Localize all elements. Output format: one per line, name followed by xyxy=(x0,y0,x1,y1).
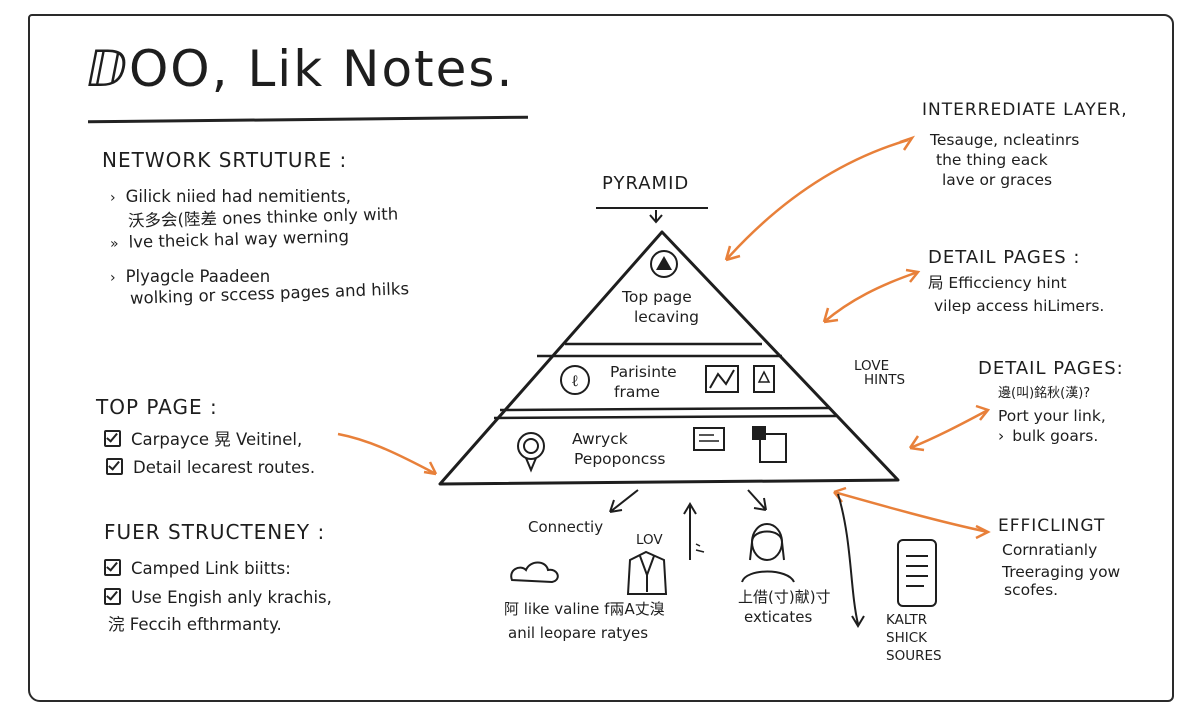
tick-marks xyxy=(695,543,705,553)
kaltr-label-3: SOURES xyxy=(886,648,942,664)
intermediate-line-1: Tesauge, ncleatinrs xyxy=(930,131,1080,149)
fuer-footer: 浣 Feccih efthrmanty. xyxy=(108,615,282,634)
warning-badge-icon xyxy=(650,250,678,278)
fuer-item-1: Camped Link biitts: xyxy=(104,557,291,579)
person-label-2: exticates xyxy=(744,608,813,626)
checkbox-icon xyxy=(104,588,121,605)
cloud-icon xyxy=(510,561,559,584)
arrowhead-icon xyxy=(899,135,916,151)
arrow-detail-2 xyxy=(909,408,989,450)
arrowhead-icon xyxy=(905,268,921,283)
down-arrow-icon xyxy=(649,210,663,224)
orange-arrows xyxy=(337,135,991,540)
person-label-1: 上借(寸)献)寸 xyxy=(738,588,831,606)
efficlingt-line-1: Cornratianly xyxy=(1002,541,1098,559)
person-avatar-icon xyxy=(741,523,795,583)
top-page-item-2: Detail lecarest routes. xyxy=(106,456,315,478)
pyramid-top-label-1: Top page xyxy=(622,288,692,306)
efficlingt-line-3: scofes. xyxy=(1004,581,1059,599)
pyramid-divider-3 xyxy=(499,406,831,412)
love-hints-line-1: LOVE xyxy=(854,358,890,374)
network-line-1: ›Gilick niied had nemitients, xyxy=(110,187,352,206)
svg-text:ℓ: ℓ xyxy=(571,371,579,390)
arrowhead-icon xyxy=(822,307,839,324)
bullet-arrow-icon: › xyxy=(110,190,116,206)
checkbox-icon xyxy=(104,559,121,576)
arrowhead-icon xyxy=(724,245,741,262)
pyramid-mid-label-2: frame xyxy=(614,383,660,401)
page-title: ⅅOO, Lik Notes. xyxy=(86,40,515,98)
detail-pages-1-line-2: vilep access hiLimers. xyxy=(934,297,1105,315)
arrow-detail-1 xyxy=(823,270,919,323)
pyramid-divider-4 xyxy=(493,414,837,420)
card-icon xyxy=(693,427,725,451)
pyramid-mid-label-1: Parisinte xyxy=(610,363,677,381)
network-structure-heading: NETWORK SRTUTURE : xyxy=(102,148,348,172)
fuer-structeney-heading: FUER STRUCTENEY : xyxy=(104,520,326,544)
arrowhead-icon xyxy=(908,435,925,452)
suit-icon xyxy=(626,550,668,595)
kaltr-label-1: KALTR xyxy=(886,612,928,628)
document-stack-icon xyxy=(752,426,787,463)
image-frame-icon xyxy=(705,365,739,393)
kaltr-label-2: SHICK xyxy=(886,630,927,646)
intermediate-layer-heading: INTERREDIATE LAYER, xyxy=(922,100,1128,120)
location-swirl-icon xyxy=(517,432,545,473)
pyramid-bottom-label-2: Pepoponcss xyxy=(574,450,666,468)
checkbox-icon xyxy=(104,430,121,447)
detail-pages-2-line-1: 邊(叫)銘秋(漢)? xyxy=(998,386,1091,401)
top-page-heading: TOP PAGE : xyxy=(96,395,218,419)
leopare-label: anil leopare ratyes xyxy=(508,624,649,642)
arrow-efficlingt xyxy=(833,490,989,534)
arrowhead-icon xyxy=(423,461,438,476)
arrow-kaltr xyxy=(837,493,865,628)
arrow-person xyxy=(747,489,767,511)
notes-frame xyxy=(28,14,1174,702)
detail-pages-2-line-3: ›bulk goars. xyxy=(998,427,1099,445)
pyramid-heading: PYRAMID xyxy=(602,173,690,194)
arrow-top-page xyxy=(337,432,437,476)
intermediate-line-3: lave or graces xyxy=(942,171,1053,189)
warning-doc-icon xyxy=(753,365,775,393)
arrowhead-icon xyxy=(975,524,991,540)
pyramid-bottom-label-1: Awryck xyxy=(572,430,628,448)
network-line-4: ›Plyagcle Paadeen xyxy=(110,267,271,286)
detail-pages-2-line-2: Port your link, xyxy=(998,407,1106,425)
arrow-lov xyxy=(683,502,697,560)
arrow-intermediate xyxy=(725,138,909,261)
bullet-arrow-icon: › xyxy=(998,427,1005,445)
bottom-arrows xyxy=(609,489,865,628)
fuer-item-2: Use Engish anly krachis, xyxy=(104,586,332,608)
connectiy-label: Connectiy xyxy=(528,518,604,536)
detail-pages-1-line-1: 局 Efficciency hint xyxy=(928,274,1067,292)
like-valine-label: 阿 like valine f兩A丈溴 xyxy=(504,600,665,618)
lov-label: LOV xyxy=(636,532,663,548)
arrow-connectiy xyxy=(609,489,639,513)
phone-document-icon xyxy=(897,539,937,607)
arrowhead-icon xyxy=(975,404,991,421)
checkbox-icon xyxy=(106,458,123,475)
intermediate-line-2: the thing eack xyxy=(936,151,1048,169)
bullet-arrow-icon: › xyxy=(110,270,116,286)
efficlingt-line-2: Treeraging yow xyxy=(1002,563,1121,581)
love-hints-line-2: HINTS xyxy=(864,372,906,388)
pyramid-top-label-2: lecaving xyxy=(634,308,700,326)
detail-pages-1-heading: DETAIL PAGES : xyxy=(928,247,1081,268)
info-circle-icon: ℓ xyxy=(560,365,590,395)
efficlingt-heading: EFFICLINGT xyxy=(998,516,1106,536)
detail-pages-2-heading: DETAIL PAGES: xyxy=(978,358,1124,379)
top-page-item-1: Carpayce 晃 Veitinel, xyxy=(104,428,302,450)
